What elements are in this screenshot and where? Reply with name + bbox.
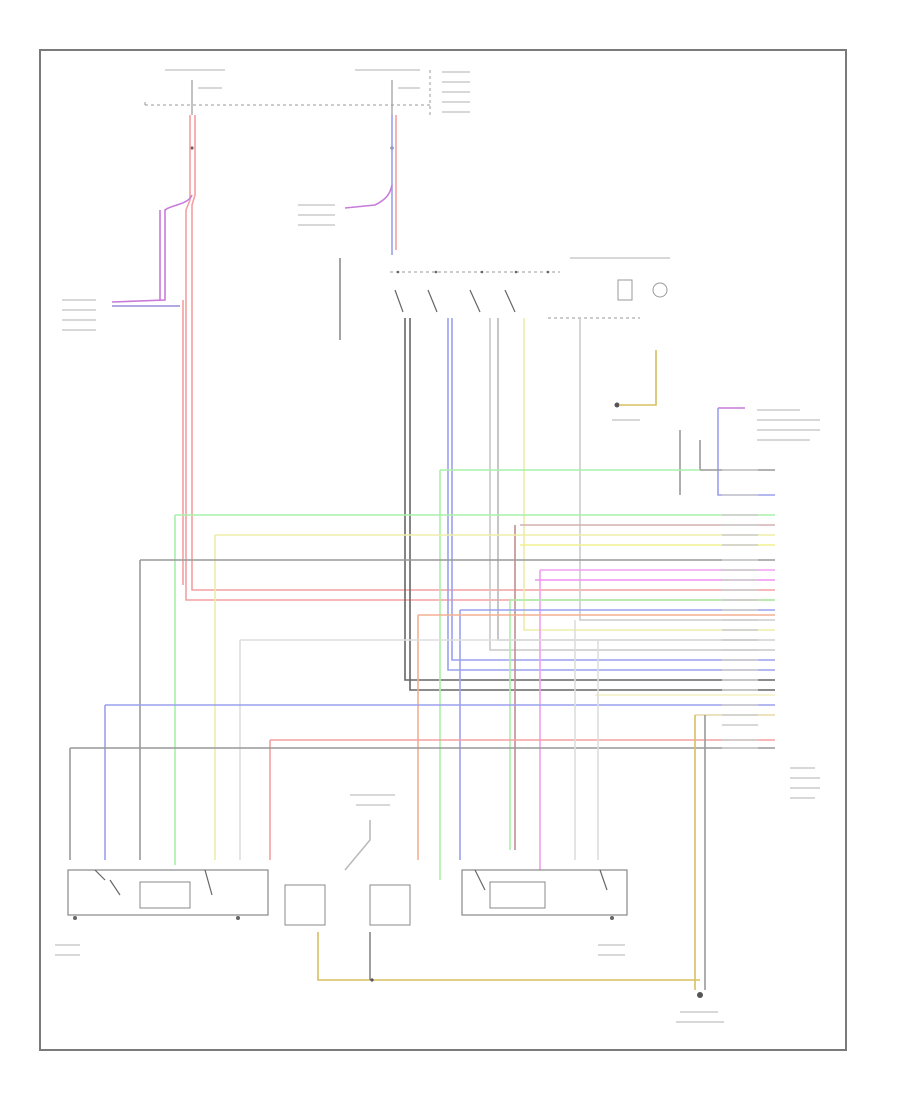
label-placeholders [55,204,625,956]
diagram-frame [39,49,847,1051]
left-mirror-motors [67,869,269,920]
right-mirror-motors [461,869,628,920]
right-feed-wires [344,115,397,255]
defogger-feed [344,794,395,871]
fuse-bus [144,69,470,115]
harness-wires [69,469,775,880]
fuse-drops [190,80,394,150]
mirror-heater-elements [284,884,700,982]
switch-ground [612,350,657,421]
mirror-adjustment-switch [339,257,670,340]
right-purple-wire [679,407,820,496]
connector-labels [722,469,820,799]
left-feed-wires [111,115,775,601]
main-ground [676,715,724,1023]
